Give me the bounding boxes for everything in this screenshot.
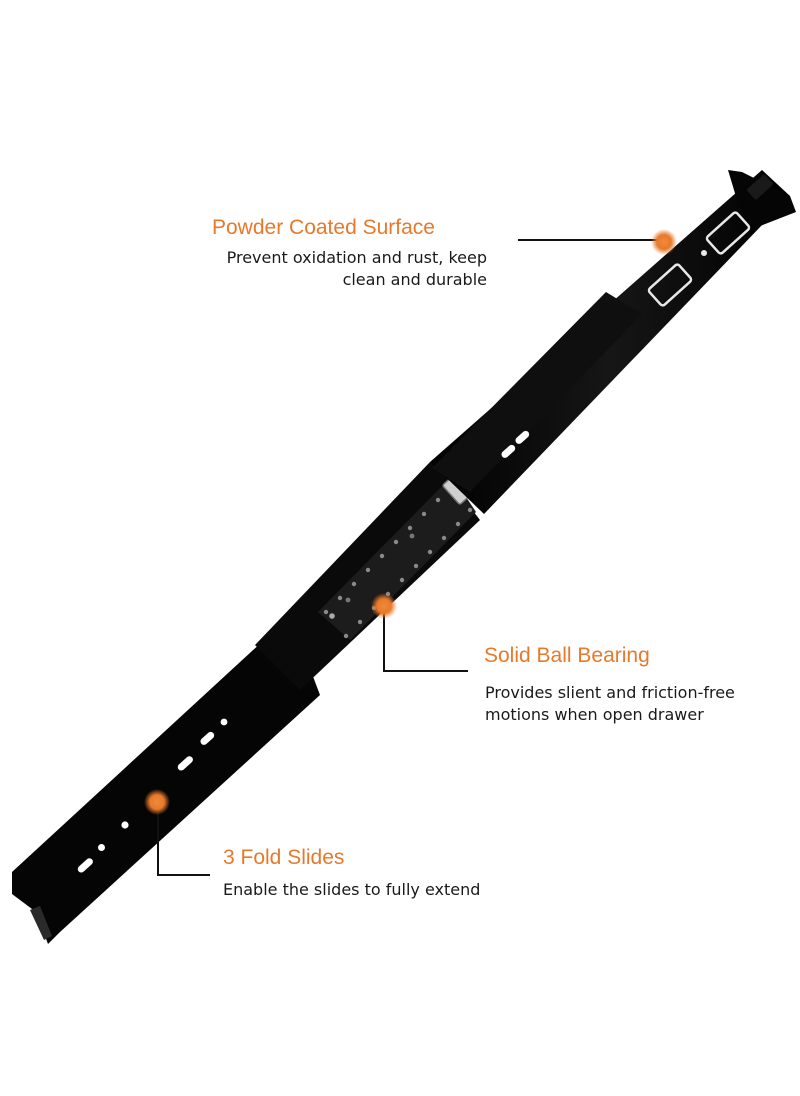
outer-rail-edge bbox=[30, 906, 52, 940]
mounting-tab bbox=[647, 263, 693, 307]
inner-rail-face bbox=[432, 292, 642, 492]
powder-coated-surface-title: Powder Coated Surface bbox=[212, 216, 435, 239]
description-line: motions when open drawer bbox=[485, 705, 704, 724]
callout-leader-lines bbox=[157, 239, 660, 876]
outer-rail bbox=[12, 640, 320, 944]
three-fold-slides-description: Enable the slides to fully extend bbox=[223, 879, 480, 901]
description-line: clean and durable bbox=[342, 270, 487, 289]
solid-ball-bearing-title: Solid Ball Bearing bbox=[484, 644, 650, 667]
surface-callout-dot bbox=[651, 229, 677, 255]
mounting-tab bbox=[705, 211, 751, 255]
rail-end-cap bbox=[728, 170, 796, 226]
bearing-callout-dot bbox=[371, 593, 397, 619]
description-line: Enable the slides to fully extend bbox=[223, 880, 481, 899]
description-line: Prevent oxidation and rust, keep bbox=[226, 248, 487, 267]
slides-callout-dot bbox=[144, 789, 170, 815]
powder-coated-surface-description: Prevent oxidation and rust, keep clean a… bbox=[227, 247, 487, 291]
slides-leader-line bbox=[157, 806, 210, 876]
end-cap-clip bbox=[747, 174, 773, 200]
bearing-leader-line bbox=[383, 606, 468, 672]
mounting-holes bbox=[77, 430, 530, 873]
description-line: Provides slient and friction-free bbox=[485, 683, 735, 702]
three-fold-slides-title: 3 Fold Slides bbox=[223, 846, 345, 869]
solid-ball-bearing-description: Provides slient and friction-free motion… bbox=[485, 682, 735, 726]
ball-bearing-cage bbox=[318, 476, 476, 640]
